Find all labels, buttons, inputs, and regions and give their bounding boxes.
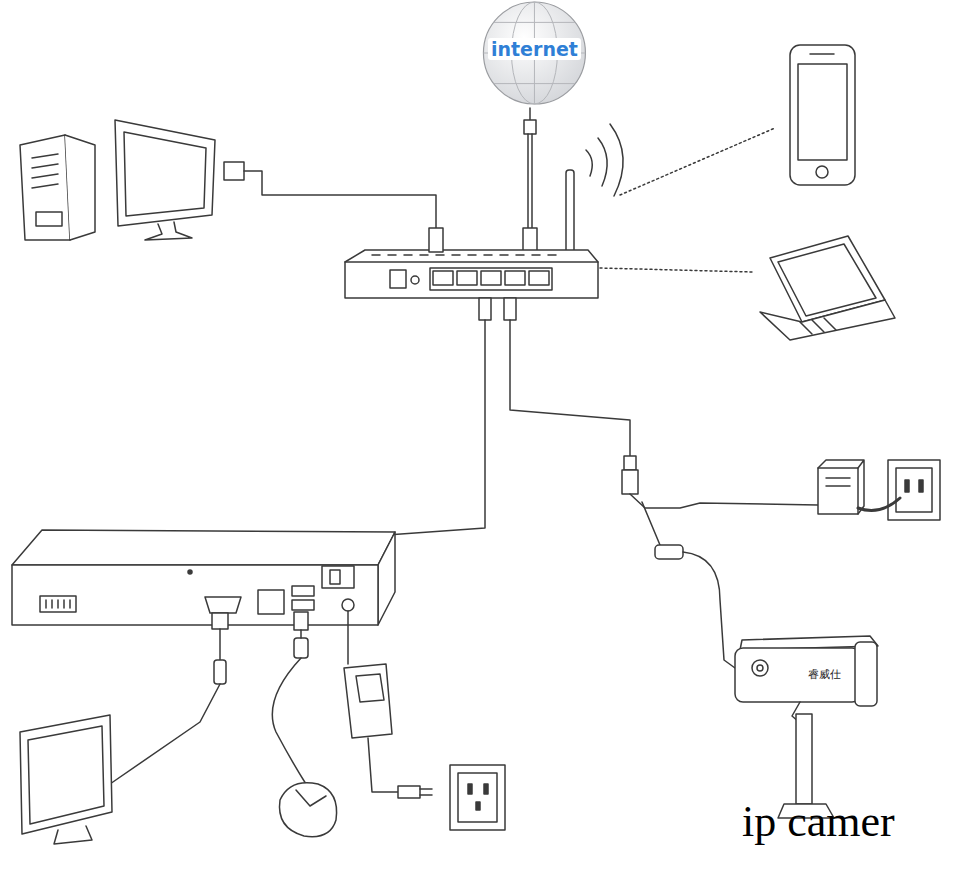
nvr-power-adapter — [344, 611, 505, 830]
lan-cable-camera — [504, 298, 818, 668]
usb-mouse — [272, 612, 336, 837]
internet-globe: internet — [476, 0, 593, 106]
smartphone — [620, 45, 855, 195]
camera-power-adapter — [818, 460, 940, 520]
nvr-recorder — [12, 530, 395, 625]
vga-monitor — [20, 613, 228, 844]
desktop-pc — [20, 120, 443, 252]
caption-label: ip camer — [742, 796, 895, 847]
ip-camera — [735, 636, 878, 818]
router — [345, 124, 623, 298]
internet-cable — [523, 108, 537, 252]
brand-label: 睿威仕 — [808, 667, 841, 682]
laptop — [600, 236, 895, 340]
node-label: internet — [488, 38, 581, 60]
